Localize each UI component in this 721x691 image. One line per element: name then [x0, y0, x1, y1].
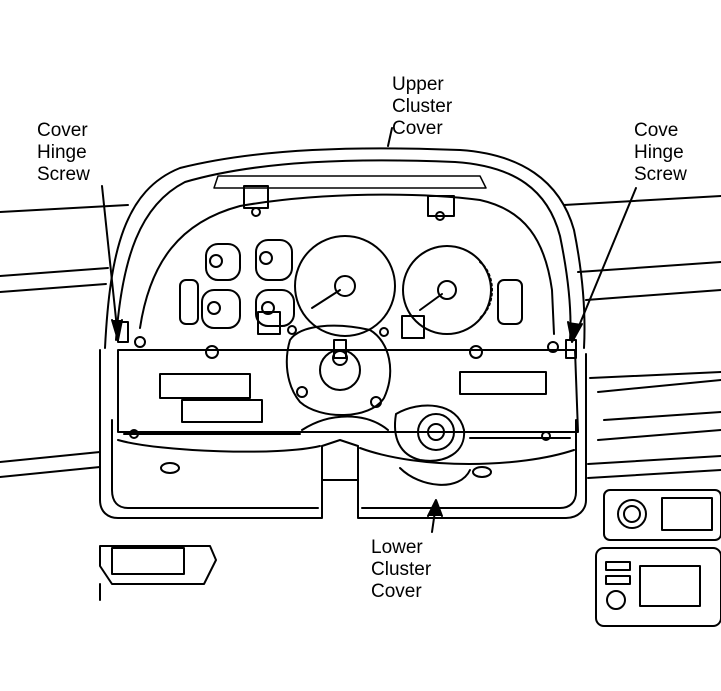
lower-cluster-cover-label: Lower Cluster Cover [371, 537, 431, 603]
label-line: Screw [634, 164, 687, 185]
lower-left-vent [99, 545, 217, 601]
radio-console [595, 489, 721, 627]
label-line: Upper [392, 74, 444, 95]
label-line: Lower [371, 537, 423, 558]
gauges [179, 235, 523, 337]
cover-hinge-screw-right-label: Cove Hinge Screw [634, 120, 687, 186]
dashboard-lines [0, 195, 721, 479]
label-line: Hinge [37, 142, 87, 163]
label-line: Cover [392, 118, 443, 139]
label-line: Cover [37, 120, 88, 141]
label-line: Screw [37, 164, 90, 185]
label-line: Cover [371, 581, 422, 602]
leader-lines [101, 127, 637, 533]
upper-cluster-cover [104, 147, 586, 349]
label-line: Cluster [371, 559, 432, 580]
cluster-mechanism [117, 311, 579, 462]
label-line: Cluster [392, 96, 453, 117]
lower-cluster-cover [99, 349, 587, 519]
label-line: Cove [634, 120, 679, 141]
upper-cluster-cover-label: Upper Cluster Cover [392, 74, 452, 140]
cover-hinge-screw-left-label: Cover Hinge Screw [37, 120, 90, 186]
label-line: Hinge [634, 142, 684, 163]
